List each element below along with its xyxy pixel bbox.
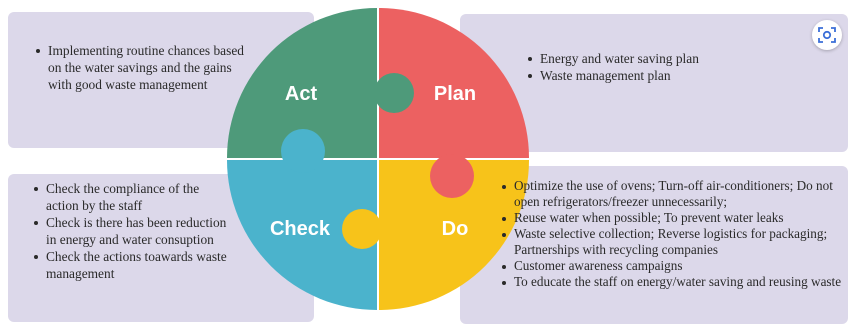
check-knob <box>281 129 325 173</box>
do-list: Optimize the use of ovens; Turn-off air-… <box>502 178 852 290</box>
check-label: Check <box>270 218 331 240</box>
do-item: Optimize the use of ovens; Turn-off air-… <box>502 178 852 210</box>
do-item: Reuse water when possible; To prevent wa… <box>502 210 852 226</box>
do-item: Customer awareness campaigns <box>502 258 852 274</box>
visual-search-icon <box>818 27 836 43</box>
do-label: Do <box>442 218 469 240</box>
plan-item: Energy and water saving plan <box>528 50 828 67</box>
act-list: Implementing routine chances based on th… <box>36 42 248 93</box>
plan-knob <box>430 154 474 198</box>
plan-list: Energy and water saving plan Waste manag… <box>528 50 828 84</box>
plan-item: Waste management plan <box>528 67 828 84</box>
plan-label: Plan <box>434 83 476 105</box>
do-quadrant <box>379 160 529 310</box>
check-item: Check the actions toawards waste managem… <box>34 248 234 282</box>
act-quadrant <box>227 8 377 158</box>
act-knob <box>374 73 414 113</box>
check-item: Check is there has been reduction in ene… <box>34 214 234 248</box>
visual-search-button[interactable] <box>812 20 842 50</box>
check-item: Check the compliance of the action by th… <box>34 180 234 214</box>
act-label: Act <box>285 83 318 105</box>
act-item: Implementing routine chances based on th… <box>36 42 248 93</box>
do-item: To educate the staff on energy/water sav… <box>502 274 852 290</box>
check-list: Check the compliance of the action by th… <box>34 180 234 282</box>
do-item: Waste selective collection; Reverse logi… <box>502 226 852 258</box>
do-knob <box>342 209 382 249</box>
plan-quadrant <box>379 8 529 158</box>
check-quadrant <box>227 160 377 310</box>
